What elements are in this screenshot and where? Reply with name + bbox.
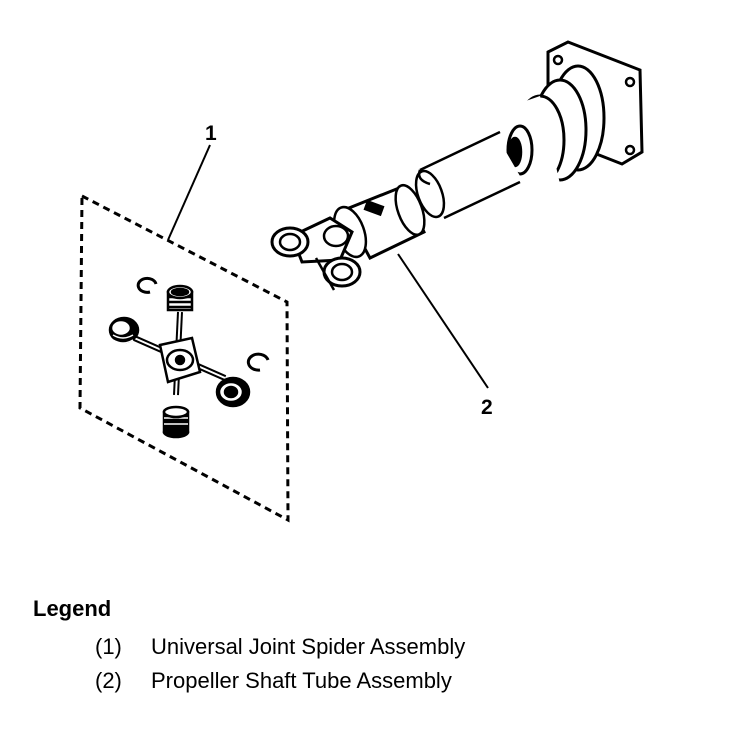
legend: Legend (1) Universal Joint Spider Assemb… [33,596,465,698]
legend-item: (2) Propeller Shaft Tube Assembly [95,664,465,698]
shaft-tube [414,130,521,220]
legend-item-label: Universal Joint Spider Assembly [151,634,466,659]
legend-item: (1) Universal Joint Spider Assembly [95,630,465,664]
bearing-cap-top [166,284,194,312]
legend-item-label: Propeller Shaft Tube Assembly [151,668,452,693]
bearing-cap-right [215,376,251,408]
legend-title: Legend [33,596,112,621]
exploded-view-diagram: 1 2 [78,40,644,523]
leader-line-2 [397,253,489,389]
slip-yoke [270,183,426,291]
bearing-cap-bottom [162,405,190,439]
legend-item-number: (2) [95,668,122,693]
callout-2: 2 [481,396,493,419]
legend-item-number: (1) [95,634,122,659]
leader-line-1 [167,144,211,241]
spider-cross [130,311,227,396]
spider-assembly-group [78,193,290,523]
snap-ring-right [246,352,270,372]
bearing-cap-left [108,316,140,344]
callout-1: 1 [205,122,217,145]
dashed-enclosure [78,193,290,523]
propeller-shaft-group [270,40,644,291]
snap-ring-top-left [136,276,158,294]
